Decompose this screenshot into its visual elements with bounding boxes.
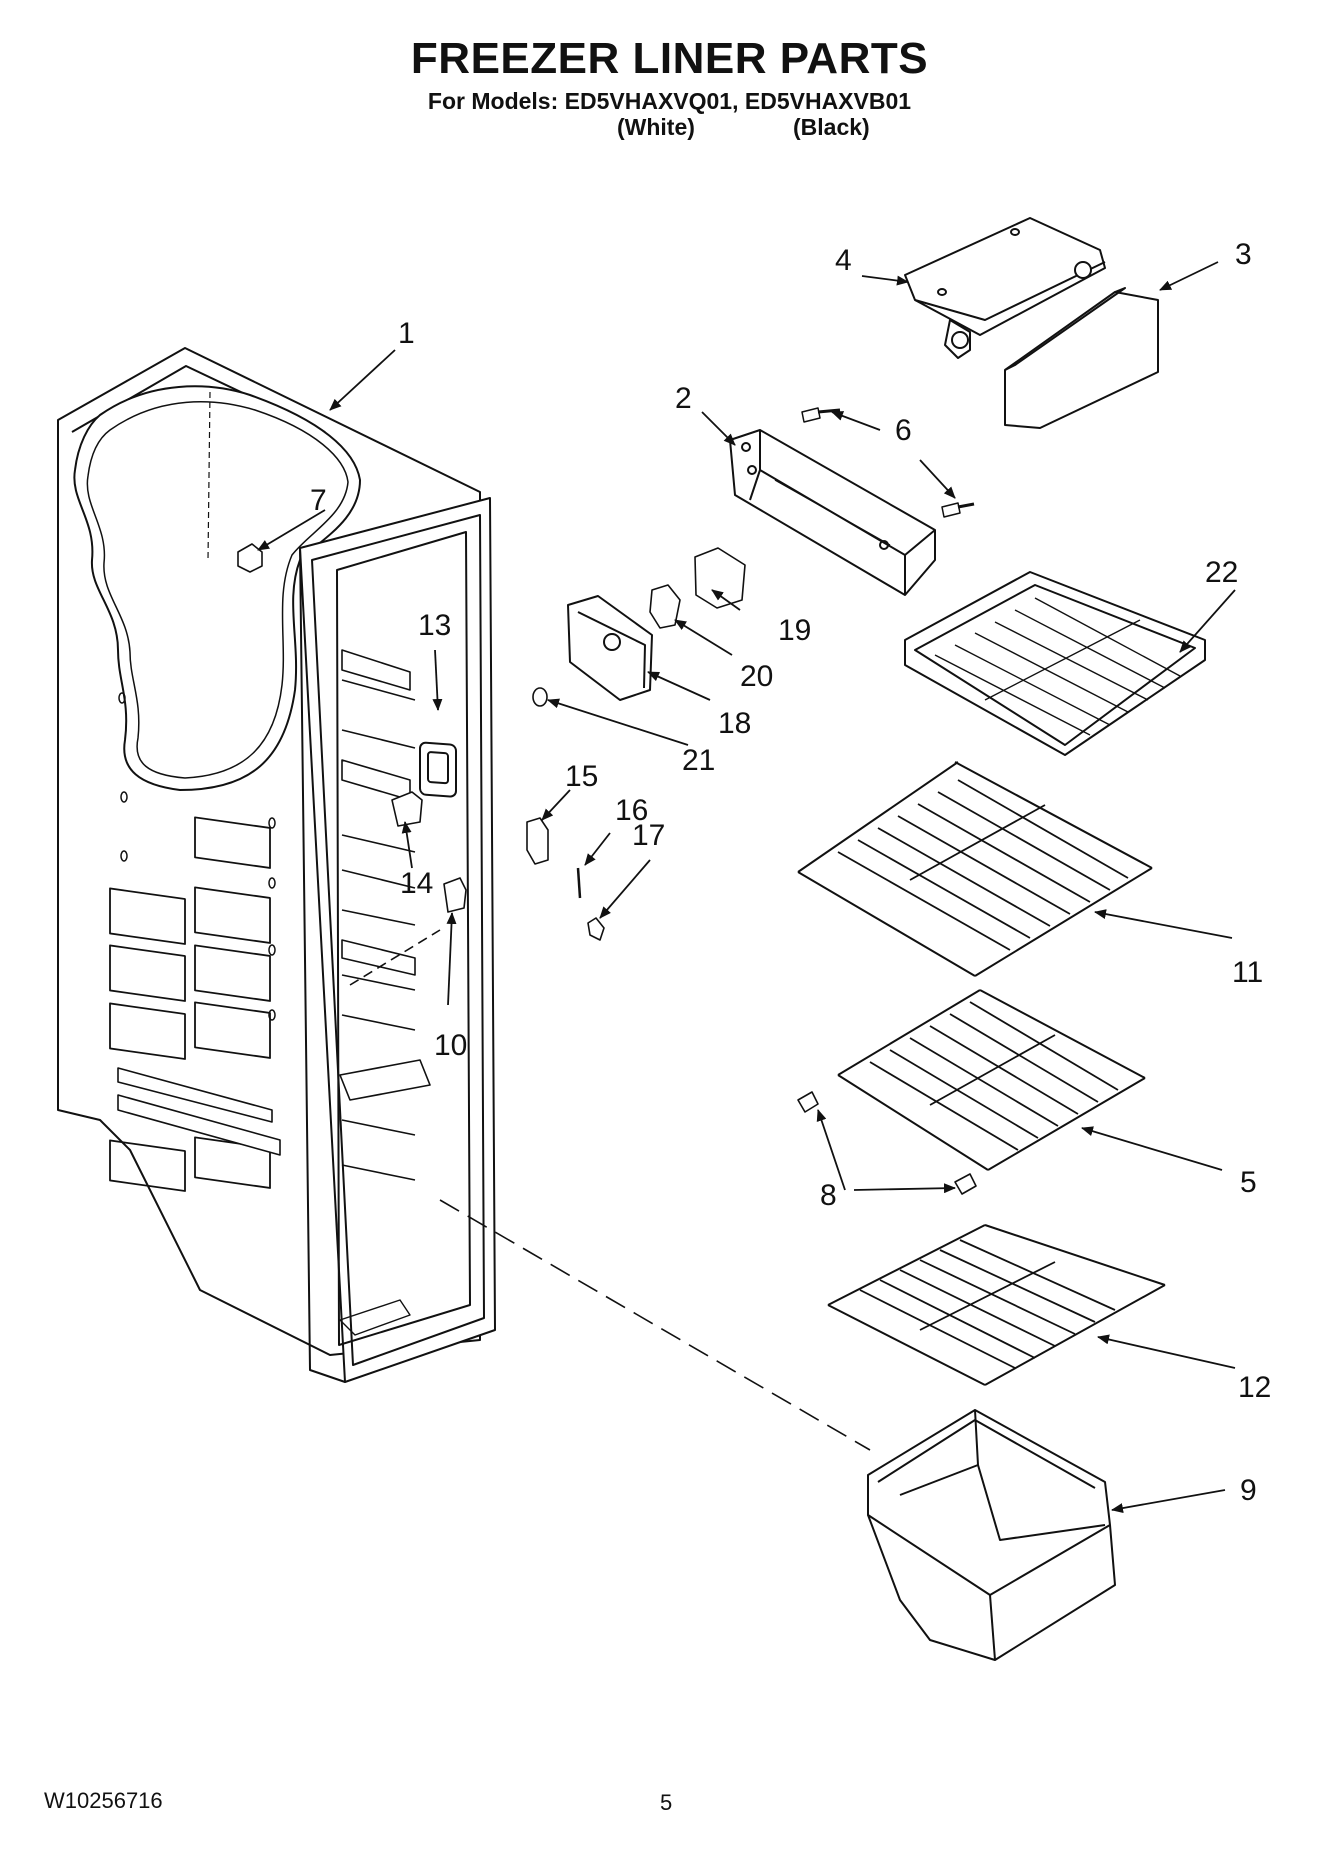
part-20-connector <box>649 584 681 629</box>
part-6-screws <box>801 407 975 518</box>
callout-9: 9 <box>1240 1474 1257 1507</box>
part-2-housing <box>729 429 936 596</box>
part-22-shelf <box>904 571 1206 756</box>
models-line: For Models: ED5VHAXVQ01, ED5VHAXVB01 <box>427 88 912 114</box>
callout-8: 8 <box>820 1179 837 1212</box>
callout-1: 1 <box>398 317 415 350</box>
callout-22: 22 <box>1205 556 1238 589</box>
part-16-pin <box>576 867 582 899</box>
part-10-bracket <box>443 877 467 913</box>
callout-6: 6 <box>895 414 912 447</box>
callout-21: 21 <box>682 744 715 777</box>
page-title: FREEZER LINER PARTS <box>410 34 929 83</box>
part-3-cover <box>1004 287 1159 429</box>
callout-3: 3 <box>1235 238 1252 271</box>
callout-5: 5 <box>1240 1166 1257 1199</box>
callout-19: 19 <box>778 614 811 647</box>
part-8-bumpers <box>797 1091 977 1195</box>
part-15-bracket <box>526 817 549 865</box>
part-12-wire-shelf <box>827 1224 1166 1386</box>
callout-7: 7 <box>310 484 327 517</box>
callout-4: 4 <box>835 244 852 277</box>
part-13-light-housing <box>419 741 457 798</box>
part-7-clip <box>237 543 263 573</box>
part-18-control <box>567 595 653 701</box>
part-17-wire <box>587 917 605 941</box>
variant-white-label: (White) <box>617 114 695 140</box>
part-11-wire-shelf <box>797 761 1153 977</box>
callout-11: 11 <box>1232 956 1263 989</box>
part-21-knob <box>532 687 548 707</box>
part-19-board <box>694 547 746 609</box>
callout-18: 18 <box>718 707 751 740</box>
freezer-liner-part <box>57 347 871 1451</box>
document-number: W10256716 <box>44 1788 163 1813</box>
callout-labels: 1 2 3 4 5 6 7 8 9 10 11 12 13 14 15 16 1… <box>310 238 1271 1507</box>
part-9-crisper-bin <box>867 1409 1116 1661</box>
variant-black-label: (Black) <box>793 114 870 140</box>
part-4-hinge-bracket <box>904 217 1106 359</box>
callout-16: 16 <box>615 794 648 827</box>
part-14-switch <box>391 791 423 827</box>
callout-17: 17 <box>632 819 665 852</box>
callout-20: 20 <box>740 660 773 693</box>
callout-12: 12 <box>1238 1371 1271 1404</box>
part-5-wire-shelf <box>837 989 1146 1171</box>
callout-14: 14 <box>400 867 433 900</box>
callout-10: 10 <box>434 1029 467 1062</box>
callout-2: 2 <box>675 382 692 415</box>
page-number: 5 <box>660 1790 673 1815</box>
leader-lines <box>257 261 1236 1514</box>
callout-15: 15 <box>565 760 598 793</box>
callout-13: 13 <box>418 609 451 642</box>
